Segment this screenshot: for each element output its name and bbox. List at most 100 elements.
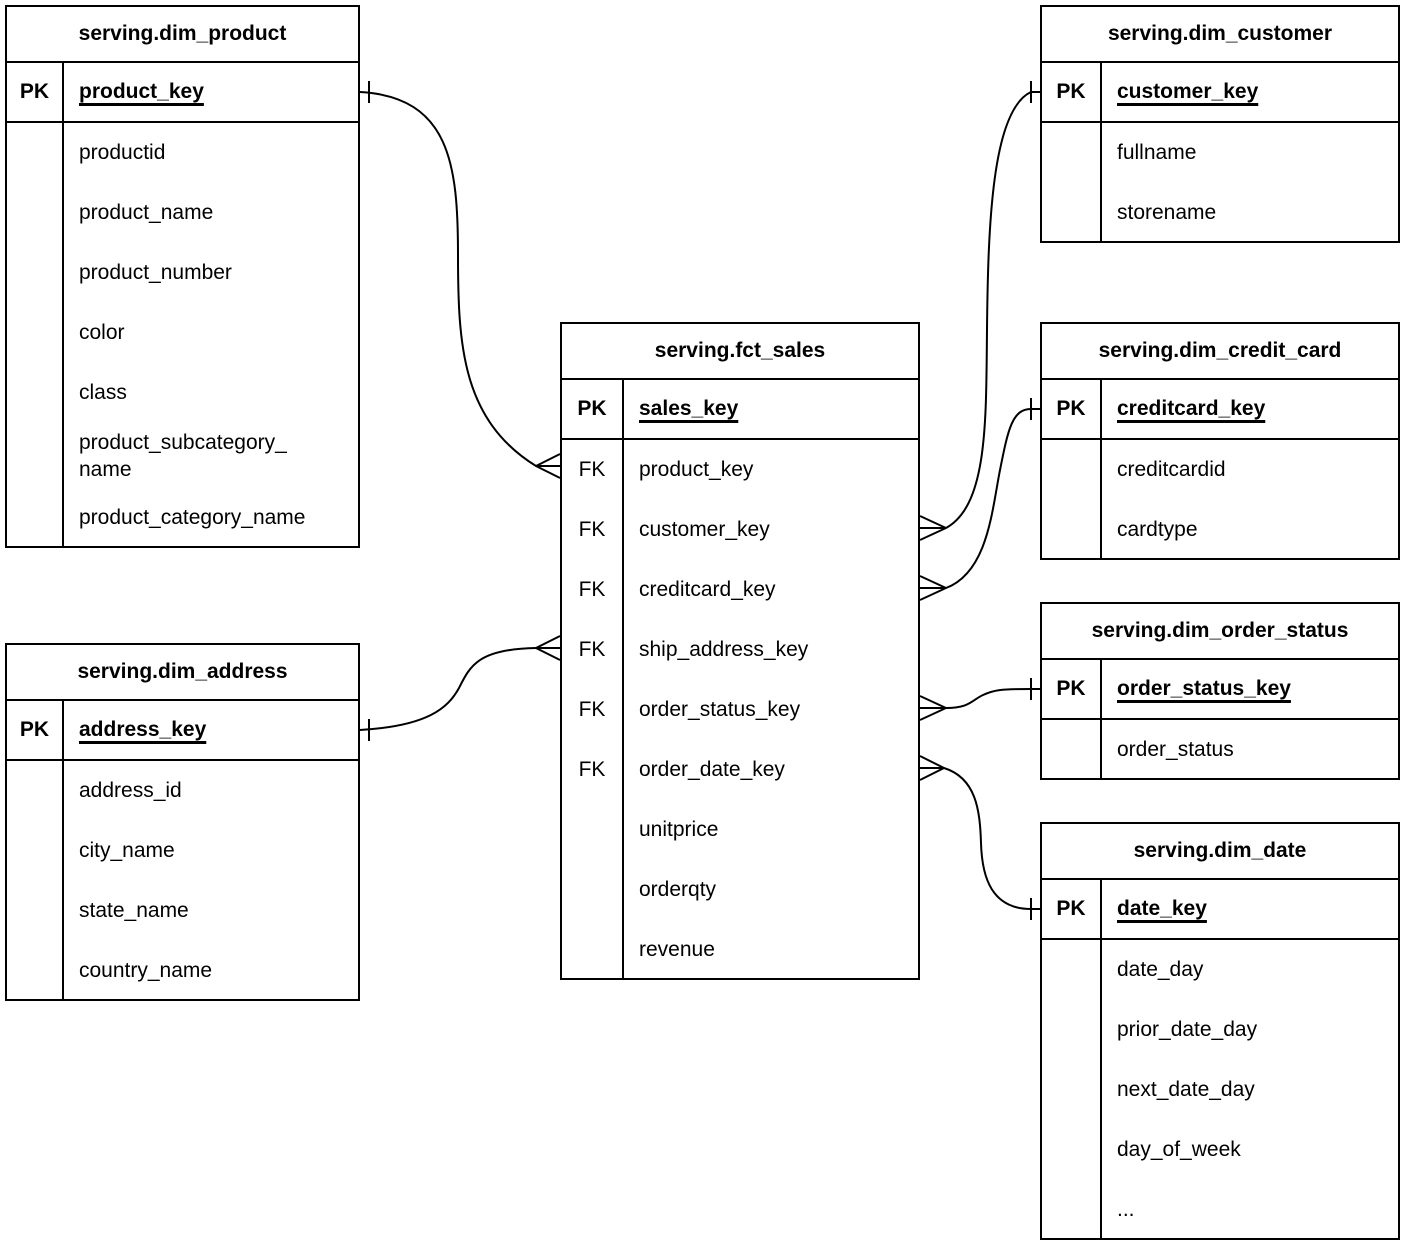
table-title: serving.dim_date	[1042, 824, 1398, 880]
relationship-line	[359, 647, 560, 731]
field-row: next_date_day	[1117, 1078, 1255, 1101]
fk-field-row: order_status_key	[639, 698, 801, 721]
table-title-text: serving.dim_address	[77, 660, 288, 683]
field-row: country_name	[79, 959, 213, 982]
field-column: fullname storename	[1102, 123, 1398, 243]
table-title: serving.dim_customer	[1042, 7, 1398, 63]
relationship-line	[920, 688, 1040, 709]
key-column	[1042, 440, 1102, 560]
field-column: product_key customer_key creditcard_key …	[624, 440, 918, 980]
table-body: order_status	[1042, 720, 1398, 780]
fk-field-row: ship_address_key	[639, 638, 809, 661]
key-column	[7, 761, 64, 1001]
relationship-sales-order-status	[919, 678, 1040, 721]
field-row: cardtype	[1117, 518, 1198, 541]
fk-label: FK	[578, 698, 606, 721]
relationship-line	[920, 91, 1040, 529]
fk-label: FK	[578, 458, 606, 481]
field-row: fullname	[1117, 141, 1197, 164]
crow-foot-many-icon	[919, 575, 947, 601]
fk-label: FK	[578, 518, 606, 541]
relationship-line	[359, 91, 560, 467]
table-body: creditcardid cardtype	[1042, 440, 1398, 560]
field-row: product_name	[79, 201, 214, 224]
pk-label: PK	[1042, 660, 1102, 718]
table-dim-customer: serving.dim_customer PK customer_key ful…	[1040, 5, 1400, 243]
field-row: city_name	[79, 839, 175, 862]
pk-row: PK date_key	[1042, 880, 1398, 940]
relationship-line	[920, 408, 1040, 589]
pk-label: PK	[1042, 63, 1102, 121]
fk-field-row: order_date_key	[639, 758, 785, 781]
field-row: creditcardid	[1117, 458, 1226, 481]
table-title-text: serving.fct_sales	[654, 339, 826, 362]
pk-row: PK creditcard_key	[1042, 380, 1398, 440]
key-column	[7, 123, 64, 548]
pk-label: PK	[7, 701, 64, 759]
table-fct-sales: serving.fct_sales PK sales_key FK FK FK …	[560, 322, 920, 980]
table-title-text: serving.dim_order_status	[1091, 619, 1349, 642]
relationship-sales-date	[919, 755, 1040, 920]
field-row: color	[79, 321, 125, 344]
table-title: serving.dim_order_status	[1042, 604, 1398, 660]
pk-field: order_status_key	[1117, 677, 1291, 700]
table-dim-product: serving.dim_product PK product_key produ…	[5, 5, 360, 548]
crow-foot-many-icon	[919, 515, 947, 541]
key-column	[1042, 940, 1102, 1240]
key-column: FK FK FK FK FK FK	[562, 440, 624, 980]
table-body: date_day prior_date_day next_date_day da…	[1042, 940, 1398, 1240]
table-title-text: serving.dim_date	[1133, 839, 1307, 862]
crow-foot-many-icon	[919, 755, 945, 781]
field-row: prior_date_day	[1117, 1018, 1258, 1041]
pk-field: date_key	[1117, 897, 1207, 920]
field-row: order_status	[1117, 738, 1234, 761]
table-title: serving.dim_address	[7, 645, 358, 701]
pk-row: PK product_key	[7, 63, 358, 123]
field-row: address_id	[79, 779, 182, 802]
field-row: ...	[1117, 1198, 1135, 1221]
table-title-text: serving.dim_customer	[1107, 22, 1333, 45]
field-row: product_number	[79, 261, 232, 284]
pk-row: PK customer_key	[1042, 63, 1398, 123]
table-body: fullname storename	[1042, 123, 1398, 243]
pk-label: PK	[562, 380, 624, 438]
pk-label: PK	[1042, 880, 1102, 938]
fk-label: FK	[578, 638, 606, 661]
relationship-sales-address	[359, 635, 561, 741]
field-row: product_category_name	[79, 506, 306, 529]
field-column: date_day prior_date_day next_date_day da…	[1102, 940, 1398, 1240]
pk-row: PK order_status_key	[1042, 660, 1398, 720]
relationship-sales-customer	[919, 81, 1040, 541]
table-title: serving.fct_sales	[562, 324, 918, 380]
table-dim-credit-card: serving.dim_credit_card PK creditcard_ke…	[1040, 322, 1400, 560]
pk-label: PK	[1042, 380, 1102, 438]
pk-field: sales_key	[639, 397, 739, 420]
relationship-sales-product	[359, 81, 561, 479]
relationship-sales-credit-card	[919, 398, 1040, 601]
pk-row: PK sales_key	[562, 380, 918, 440]
field-row: productid	[79, 141, 166, 164]
key-column	[1042, 720, 1102, 780]
field-row: state_name	[79, 899, 189, 922]
table-title-text: serving.dim_product	[78, 22, 287, 45]
pk-label: PK	[7, 63, 64, 121]
field-row: storename	[1117, 201, 1217, 224]
key-column	[1042, 123, 1102, 243]
field-column: order_status	[1102, 720, 1398, 780]
field-row: orderqty	[639, 878, 717, 901]
field-row: revenue	[639, 938, 715, 961]
table-dim-order-status: serving.dim_order_status PK order_status…	[1040, 602, 1400, 780]
table-body: FK FK FK FK FK FK product_key customer_k…	[562, 440, 918, 980]
fk-field-row: creditcard_key	[639, 578, 776, 601]
crow-foot-many-icon	[535, 453, 561, 479]
field-row: date_day	[1117, 958, 1204, 981]
relationship-line	[920, 767, 1040, 910]
table-dim-date: serving.dim_date PK date_key date_day pr…	[1040, 822, 1400, 1240]
pk-field: product_key	[79, 80, 204, 103]
pk-field: creditcard_key	[1117, 397, 1266, 420]
table-title: serving.dim_product	[7, 7, 358, 63]
fk-label: FK	[578, 578, 606, 601]
pk-field: address_key	[79, 718, 207, 741]
crow-foot-many-icon	[535, 635, 561, 661]
